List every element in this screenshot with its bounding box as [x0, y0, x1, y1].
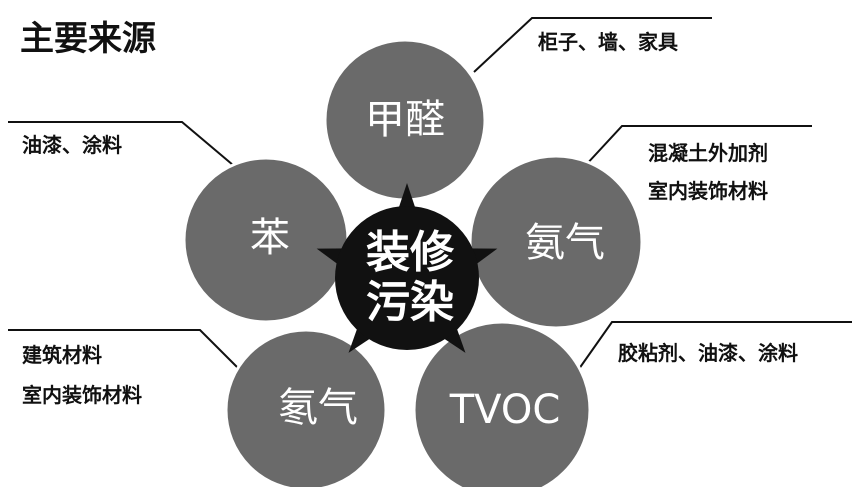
petal-ammonia [468, 154, 644, 330]
callout-radon-line1: 建筑材料 [22, 343, 102, 367]
leader-line-benzene [8, 121, 247, 177]
center-circle [335, 206, 479, 350]
leader-line-formaldehyde [473, 17, 712, 73]
callout-radon-line2: 室内装饰材料 [22, 383, 142, 407]
page-title: 主要来源 [20, 19, 156, 59]
center-label-line2: 污染 [366, 277, 454, 328]
petal-label-radon: 氡气 [278, 385, 358, 431]
callout-tvoc: 胶粘剂、油漆、涂料 [618, 341, 798, 365]
petal-label-formaldehyde: 甲醛 [365, 97, 445, 143]
petal-radon [224, 328, 388, 487]
petal-label-ammonia: 氨气 [525, 220, 605, 266]
callout-ammonia-line2: 室内装饰材料 [648, 179, 768, 203]
callout-benzene: 油漆、涂料 [22, 133, 122, 157]
callout-formaldehyde: 柜子、墙、家具 [538, 30, 678, 54]
petal-group [182, 38, 644, 487]
center-label-line1: 装修 [366, 227, 455, 278]
petal-label-tvoc: TVOC [449, 387, 561, 433]
leader-line-radon [8, 329, 251, 381]
callout-ammonia-line1: 混凝土外加剂 [648, 141, 768, 165]
leader-line-tvoc [573, 321, 852, 377]
petal-label-benzene: 苯 [250, 215, 290, 261]
petal-tvoc [412, 320, 592, 487]
